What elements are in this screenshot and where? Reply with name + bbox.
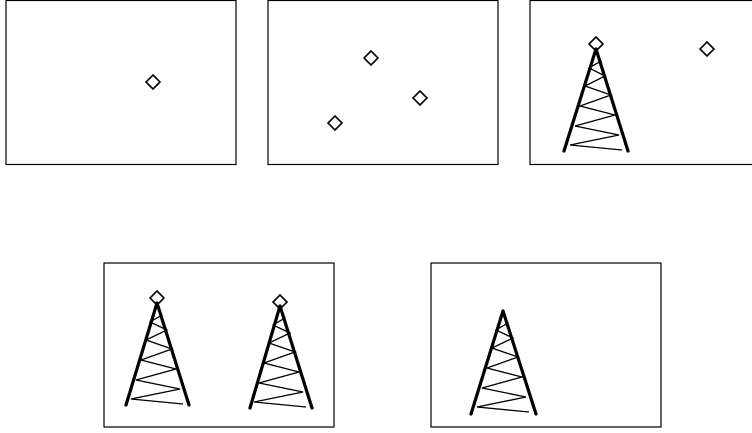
panel-2-diamond-3 bbox=[328, 116, 342, 130]
panel-3-tree-1 bbox=[564, 49, 628, 151]
panel-5-tree-1 bbox=[471, 311, 536, 414]
panel-3-diamond-2 bbox=[700, 42, 714, 56]
panel-4 bbox=[104, 263, 334, 427]
panel-4-frame bbox=[104, 263, 334, 427]
panel-2-frame bbox=[268, 1, 498, 165]
panel-2 bbox=[268, 1, 498, 165]
panel-3 bbox=[530, 1, 752, 165]
panel-5 bbox=[431, 263, 661, 427]
panel-2-diamond-2 bbox=[413, 91, 427, 105]
panel-3-frame bbox=[530, 1, 752, 165]
panel-5-frame bbox=[431, 263, 661, 427]
panel-1-diamond-1 bbox=[146, 75, 160, 89]
panel-1-frame bbox=[6, 1, 236, 165]
panel-4-tree-1 bbox=[126, 303, 189, 405]
panel-1 bbox=[6, 1, 236, 165]
panel-2-diamond-1 bbox=[364, 51, 378, 65]
panel-4-tree-2 bbox=[250, 306, 312, 408]
